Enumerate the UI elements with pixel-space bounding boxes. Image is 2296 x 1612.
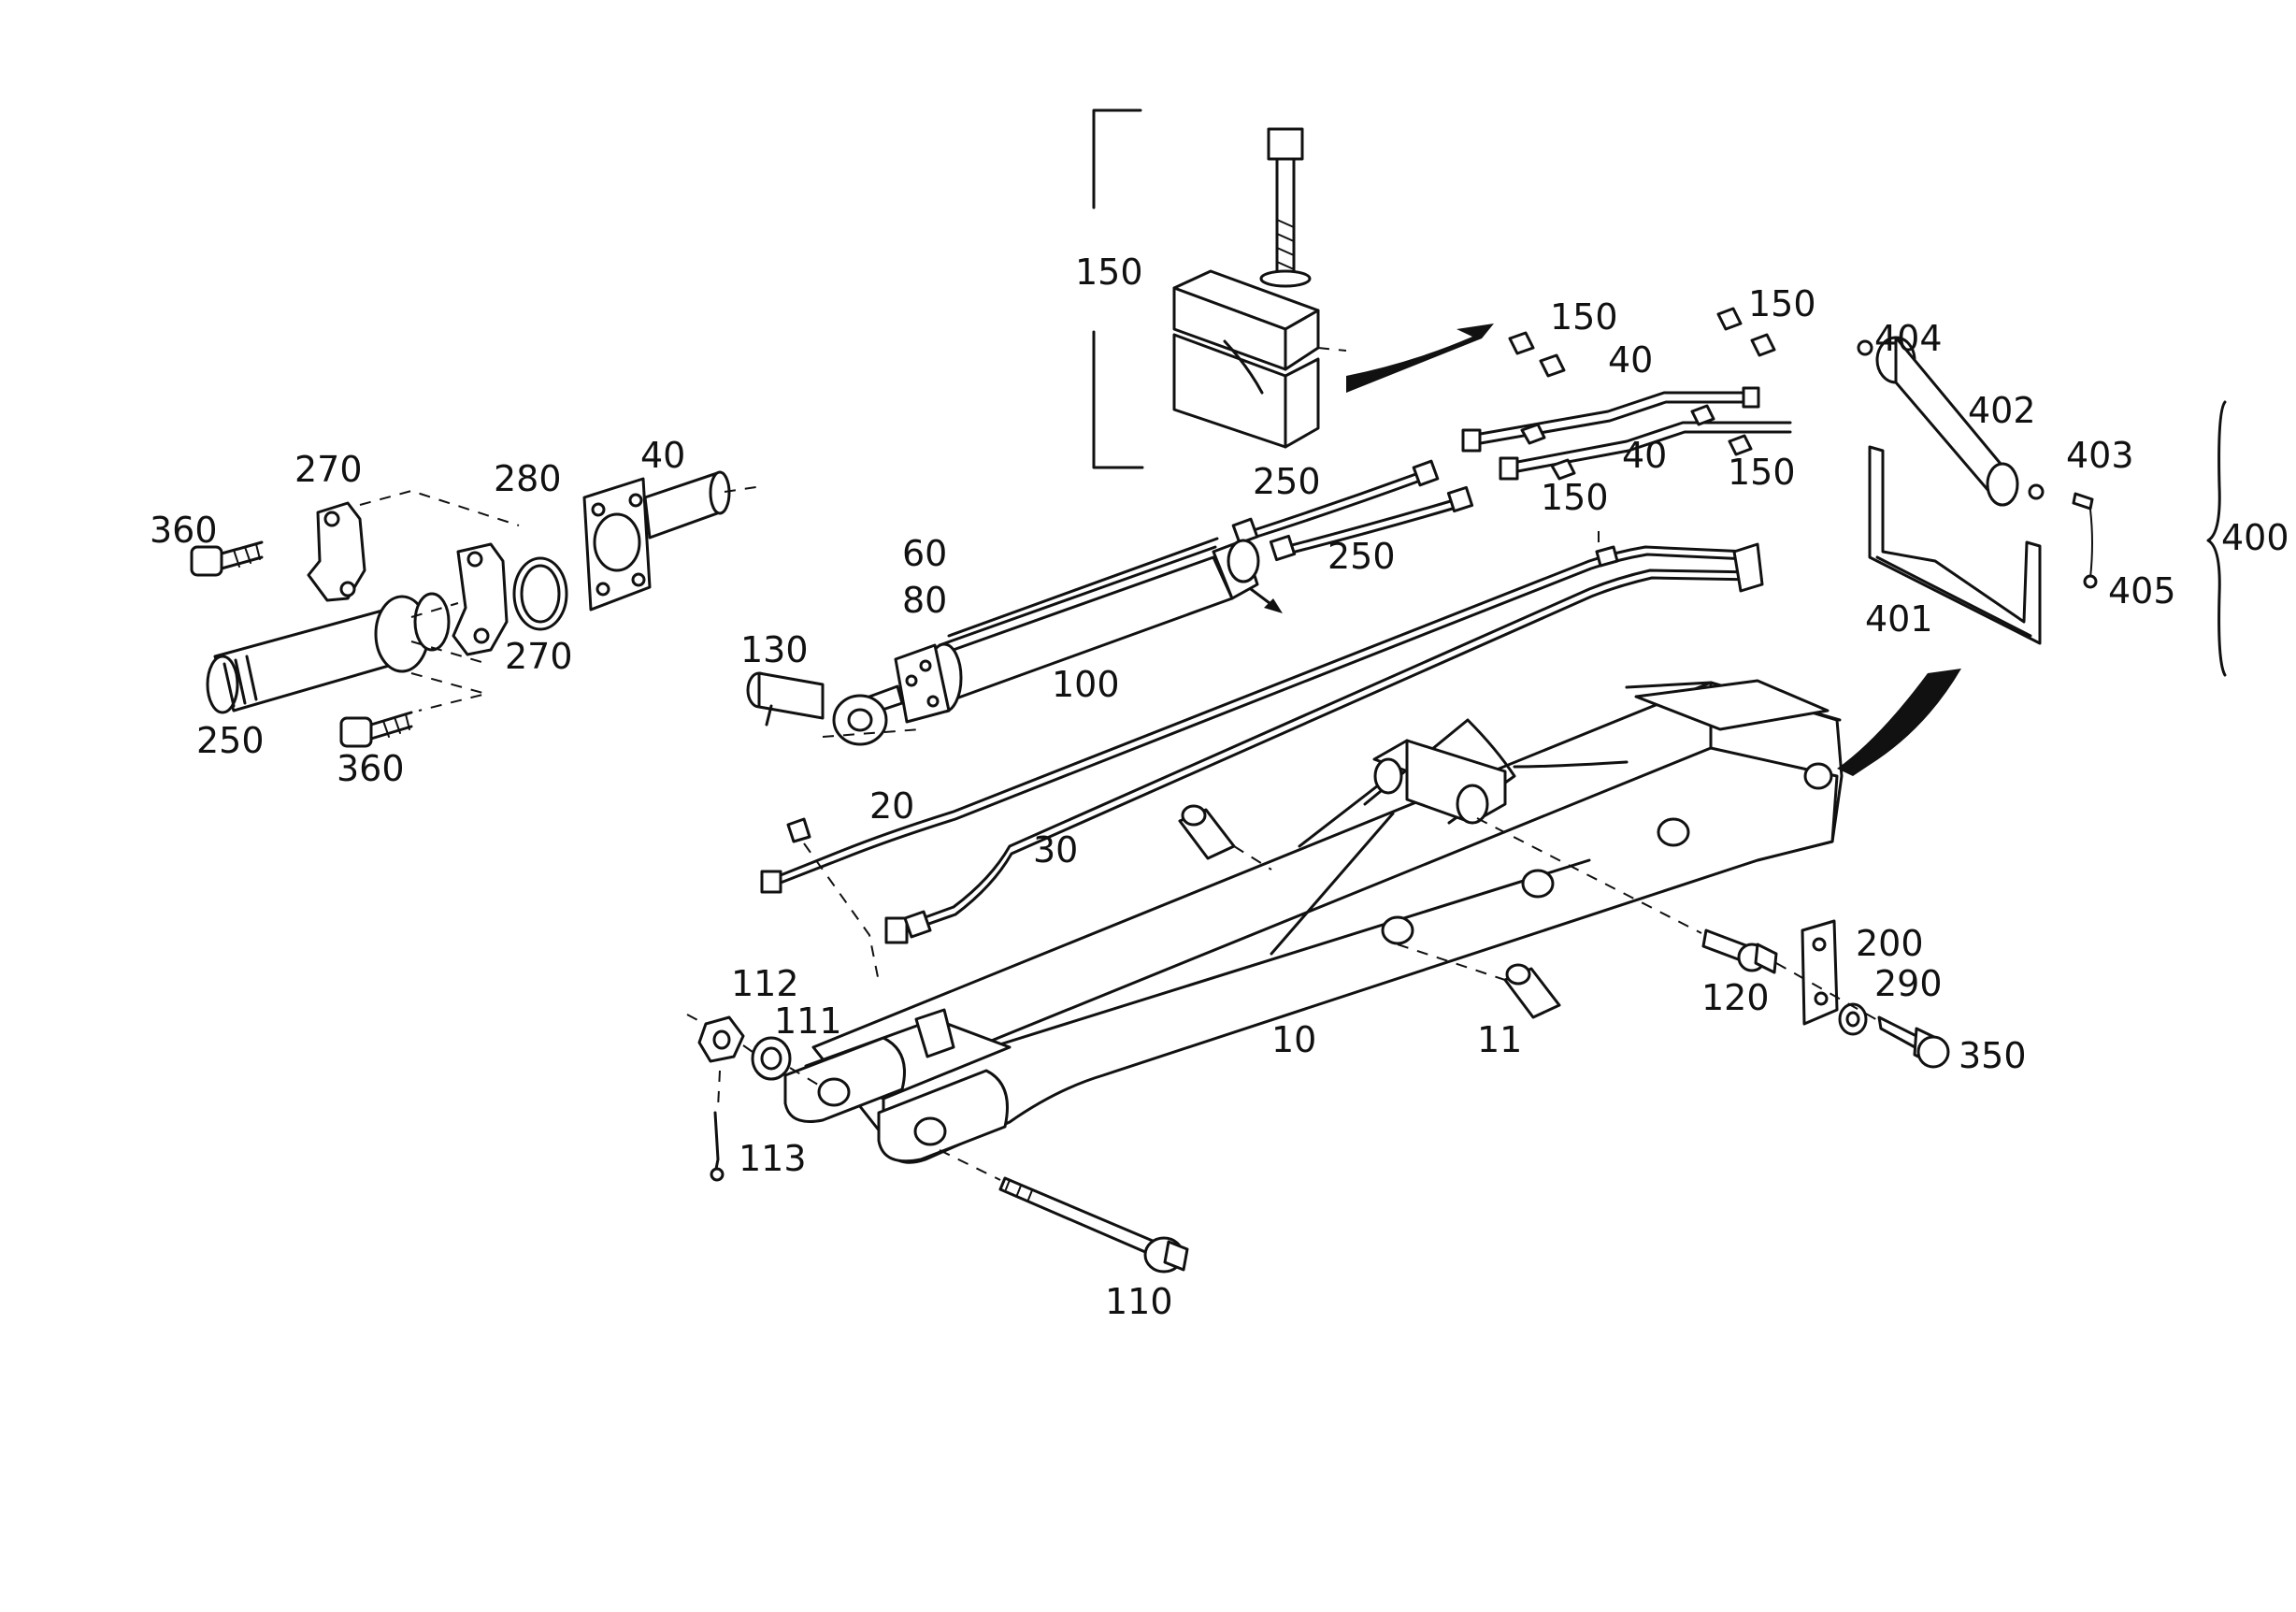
label-150-clipC: 150 (1728, 452, 1796, 493)
support-shaft (1857, 336, 2098, 589)
label-404: 404 (1874, 318, 1943, 359)
label-402: 402 (1968, 390, 2036, 431)
washer-290 (1838, 1002, 1868, 1036)
pipe-upper (1461, 386, 1760, 453)
label-270-lower: 270 (505, 636, 573, 677)
clamp-block (1172, 269, 1347, 449)
dashed-guides-pipes (803, 524, 1600, 983)
pin-130 (746, 671, 825, 727)
cylinder-body (894, 537, 1260, 724)
main-boom (783, 679, 1844, 1164)
label-360-upper: 360 (150, 510, 218, 551)
long-pipes (760, 542, 1764, 944)
dashed-guides-left (359, 489, 520, 712)
direction-arrow-upper (1346, 324, 1494, 393)
label-401: 401 (1865, 598, 1933, 640)
bolt-350 (1877, 1015, 1950, 1069)
label-60: 60 (902, 533, 947, 574)
label-200: 200 (1856, 923, 1924, 964)
hose-upper (1231, 459, 1440, 545)
label-30: 30 (1033, 829, 1078, 871)
label-113: 113 (739, 1138, 807, 1179)
direction-arrow-cylinder (1249, 587, 1283, 613)
label-40-pipeA: 40 (1608, 339, 1653, 381)
label-150-top: 150 (1075, 252, 1143, 293)
label-290: 290 (1874, 963, 1943, 1004)
tube-250 (206, 592, 459, 714)
label-150-clipA: 150 (1550, 296, 1618, 338)
part-labels: 150 250 250 150 150 40 40 150 150 404 40… (150, 252, 2289, 1322)
brace-400 (2206, 400, 2227, 677)
pipe-clips (1508, 307, 1776, 481)
label-280: 280 (494, 458, 562, 499)
cotter-113 (710, 1111, 725, 1182)
support-frame (1868, 445, 2042, 645)
dashed-guides-nut (686, 1014, 819, 1109)
nut-112 (697, 1015, 745, 1063)
label-110: 110 (1105, 1281, 1173, 1322)
label-250-hose2: 250 (1327, 536, 1396, 577)
label-350: 350 (1959, 1035, 2027, 1076)
pin-120 (1701, 928, 1778, 974)
label-250-hose1: 250 (1253, 461, 1321, 502)
label-11: 11 (1477, 1019, 1522, 1060)
hose-lower (1269, 485, 1474, 562)
label-100: 100 (1052, 664, 1120, 705)
label-111: 111 (774, 1000, 842, 1042)
label-400: 400 (2221, 517, 2289, 558)
label-40-pipeB: 40 (1622, 435, 1667, 476)
label-130: 130 (740, 629, 809, 670)
label-120: 120 (1701, 977, 1770, 1018)
label-270-upper: 270 (294, 449, 363, 490)
dashed-guide-cylinder (822, 728, 922, 738)
plate-200 (1801, 919, 1839, 1026)
label-250-tube: 250 (196, 720, 265, 761)
label-80: 80 (902, 580, 947, 621)
label-150-clipB: 150 (1748, 283, 1816, 324)
bushings-11 (1178, 804, 1561, 1019)
label-360-lower: 360 (337, 748, 405, 789)
pipe-lower (1499, 421, 1792, 481)
o-ring (512, 556, 568, 631)
label-403: 403 (2066, 435, 2134, 476)
flange-plate (582, 470, 763, 612)
label-10: 10 (1271, 1019, 1316, 1060)
label-112: 112 (731, 963, 799, 1004)
label-40-flange: 40 (640, 435, 685, 476)
clamp-bolt (1259, 127, 1312, 288)
label-20: 20 (869, 785, 914, 827)
label-405: 405 (2108, 570, 2176, 612)
dashed-guides-boom (1233, 817, 1702, 981)
bushing-111 (751, 1036, 792, 1081)
label-150-clipD: 150 (1541, 477, 1609, 518)
direction-arrow-boom (1837, 669, 1961, 776)
pin-110 (998, 1176, 1189, 1274)
bolts-360 (190, 540, 413, 748)
clamp-halves (307, 501, 509, 656)
detail-bracket (1092, 108, 1144, 469)
dashed-guide-110 (939, 1149, 1001, 1181)
